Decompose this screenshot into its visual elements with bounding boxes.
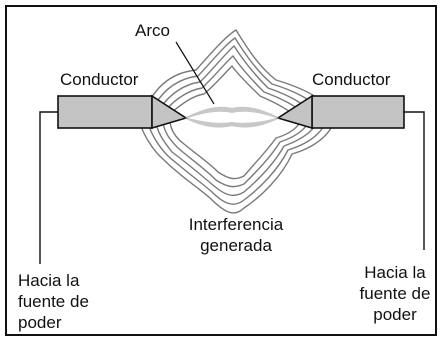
right-conductor-tip bbox=[276, 94, 313, 130]
right-conductor-label: Conductor bbox=[312, 70, 391, 89]
interference-label: Interferencia generada bbox=[146, 214, 326, 256]
left-conductor-body bbox=[57, 95, 153, 129]
left-source-label: Hacia la fuente de poder bbox=[18, 270, 89, 333]
right-source-label: Hacia la fuente de poder bbox=[352, 262, 438, 325]
right-source-line2: fuente de bbox=[359, 284, 431, 303]
right-power-lead bbox=[404, 111, 425, 250]
interference-wave bbox=[162, 54, 309, 188]
left-source-line1: Hacia la bbox=[18, 271, 80, 290]
diagram-frame bbox=[5, 5, 437, 336]
interference-label-line2: generada bbox=[200, 236, 272, 255]
interference-label-line1: Interferencia bbox=[188, 215, 284, 234]
interference-wave bbox=[138, 29, 335, 214]
left-source-line3: poder bbox=[18, 313, 62, 332]
right-source-line3: poder bbox=[373, 305, 417, 324]
left-source-line2: fuente de bbox=[18, 292, 89, 311]
left-conductor-label: Conductor bbox=[60, 70, 139, 89]
interference-wave bbox=[147, 37, 326, 205]
left-power-lead bbox=[39, 111, 58, 264]
interference-waves bbox=[138, 29, 335, 214]
interference-wave bbox=[169, 64, 301, 180]
arc-pointer-line bbox=[175, 41, 215, 105]
electric-arc bbox=[184, 106, 280, 128]
left-conductor-tip bbox=[151, 94, 188, 130]
right-source-line1: Hacia la bbox=[364, 263, 426, 282]
interference-wave bbox=[155, 44, 318, 197]
arc-core bbox=[188, 111, 276, 123]
arc-streak bbox=[199, 112, 263, 121]
right-conductor-body bbox=[311, 95, 405, 129]
left-conductor bbox=[57, 94, 188, 130]
arc-label: Arco bbox=[135, 21, 170, 40]
